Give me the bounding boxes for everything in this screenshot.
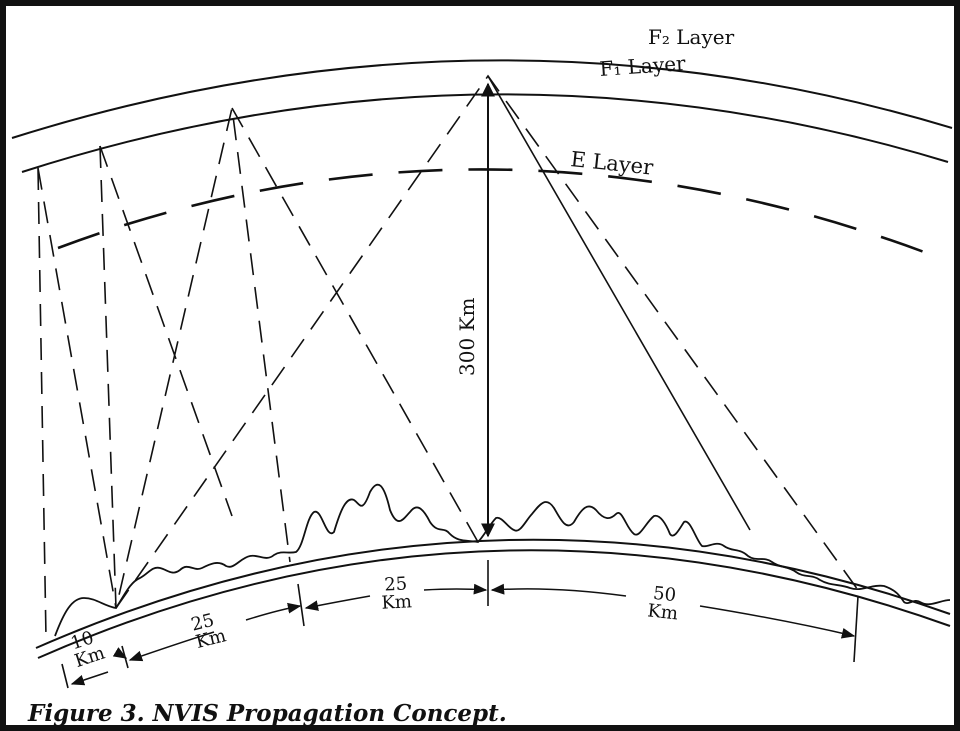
svg-text:300 Km: 300 Km (455, 298, 479, 376)
distance-label-25km-b: 25 Km (381, 573, 413, 614)
e-layer-arc (57, 168, 941, 260)
layer-label-f2: F₂ Layer (648, 25, 735, 49)
svg-text:F₁ Layer: F₁ Layer (599, 51, 687, 81)
nvis-diagram: F₂ Layer F₁ Layer E Layer 300 Km 10 Km 2… (11, 25, 953, 689)
height-label: 300 Km (455, 298, 479, 376)
distance-arrows (70, 583, 856, 686)
ray-path-2 (99, 107, 291, 609)
svg-text:Km: Km (646, 600, 679, 624)
ray-path-5 (231, 107, 479, 543)
distance-label-25km-a: 25 Km (189, 610, 228, 653)
terrain-profile (54, 483, 951, 637)
svg-text:50: 50 (652, 583, 677, 606)
figure-caption: Figure 3. NVIS Propagation Concept. (28, 700, 507, 727)
earth-surface-inner (37, 549, 951, 659)
layer-label-e: E Layer (569, 147, 655, 180)
svg-text:F₂ Layer: F₂ Layer (648, 25, 735, 49)
f2-layer-arc (11, 59, 953, 139)
svg-text:25: 25 (384, 573, 408, 595)
svg-text:E Layer: E Layer (569, 147, 655, 180)
f1-layer-arc (21, 93, 949, 173)
distance-ticks (61, 560, 859, 689)
ray-path-3 (99, 145, 233, 517)
earth-surface-outer (35, 538, 951, 649)
svg-text:Km: Km (381, 591, 413, 614)
ray-path-6 (487, 75, 751, 531)
layer-label-f1: F₁ Layer (599, 51, 687, 81)
ray-path-1 (37, 167, 117, 639)
distance-label-50km: 50 Km (646, 583, 679, 625)
